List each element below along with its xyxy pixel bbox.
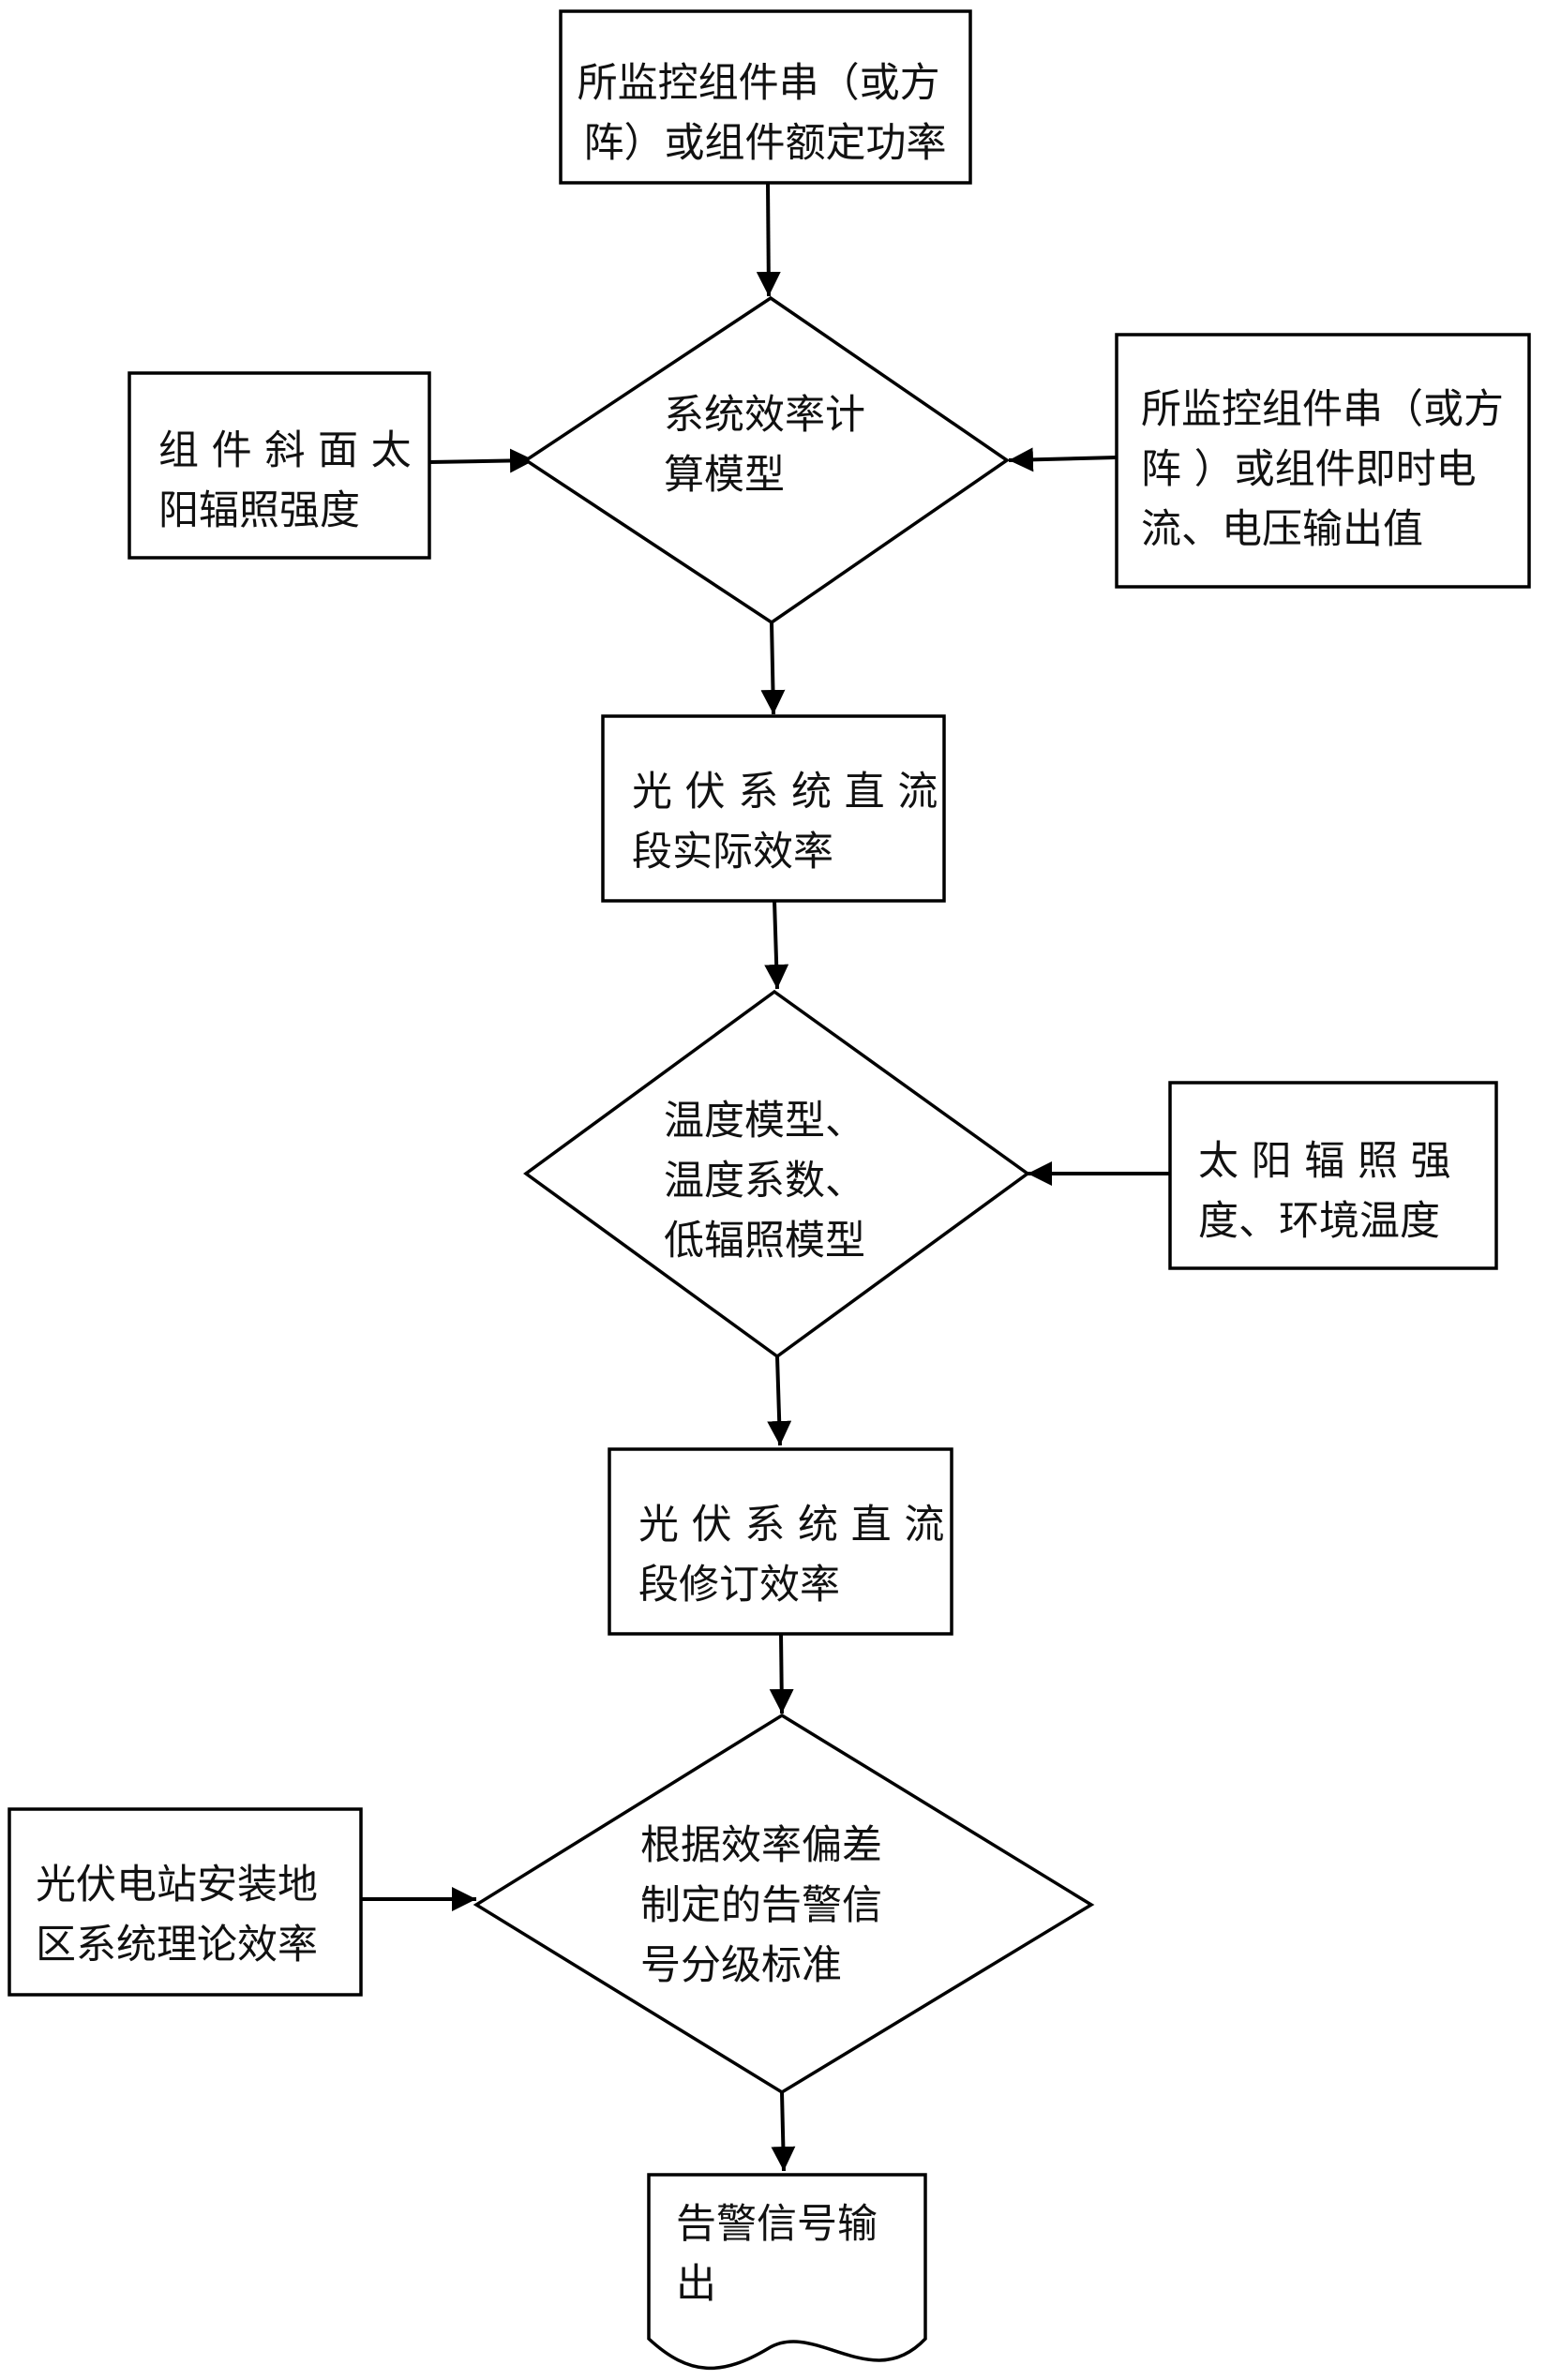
edge-tilt-irradiance-to-model (428, 448, 535, 473)
alarm-output-document (647, 2173, 927, 2371)
instant-output-label: 所监控组件串（或方 阵 ）或组件即时电 流、电压输出值 (1141, 386, 1517, 553)
temp-model-diamond (523, 989, 1030, 1359)
rated-power-label: 所监控组件串（或方 阵）或组件额定功率 (578, 60, 953, 167)
edge-instant-output-to-model (1008, 447, 1118, 472)
irradiance-temp-box (1168, 1081, 1498, 1270)
dc-revised-label: 光 伏 系 统 直 流 段修订效率 (638, 1502, 957, 1609)
rated-power-box (559, 9, 972, 185)
nodes (8, 9, 1531, 2371)
edge-temp-model-to-dc-revised (767, 1355, 792, 1446)
edge-rated-power-to-model (756, 182, 781, 297)
irradiance-temp-label: 太 阳 辐 照 强 度、环境温度 (1198, 1138, 1463, 1245)
dc-revised-box (608, 1447, 953, 1636)
alarm-output-label: 告警信号输 出 (676, 2201, 891, 2308)
tilt-irradiance-box (128, 371, 431, 560)
dc-actual-box (601, 714, 946, 903)
efficiency-model-diamond (522, 295, 1011, 625)
theory-eff-label: 光伏电站安装地 区系统理论效率 (36, 1862, 331, 1968)
efficiency-model-label: 系统效率计 算模型 (664, 392, 878, 499)
alarm-standard-label: 根据效率偏差 制定的告警信 号分级标准 (640, 1822, 895, 1989)
theory-eff-box (8, 1807, 363, 1997)
edges (361, 182, 1170, 2172)
instant-output-box (1115, 333, 1531, 589)
edge-model-to-dc-actual (760, 621, 786, 715)
edge-dc-actual-to-temp-model (764, 900, 789, 990)
alarm-standard-diamond (473, 1713, 1095, 2095)
dc-actual-label: 光 伏 系 统 直 流 段实际效率 (632, 769, 951, 876)
edge-alarm-standard-to-output (771, 2091, 796, 2172)
labels: 所监控组件串（或方 阵）或组件额定功率 组 件 斜 面 太 阳辐照强度 系统效率… (36, 60, 1517, 2308)
tilt-irradiance-label: 组 件 斜 面 太 阳辐照强度 (158, 427, 424, 534)
edge-dc-revised-to-alarm-standard (769, 1632, 794, 1714)
temp-model-label: 温度模型、 温度系数、 低辐照模型 (664, 1098, 878, 1265)
